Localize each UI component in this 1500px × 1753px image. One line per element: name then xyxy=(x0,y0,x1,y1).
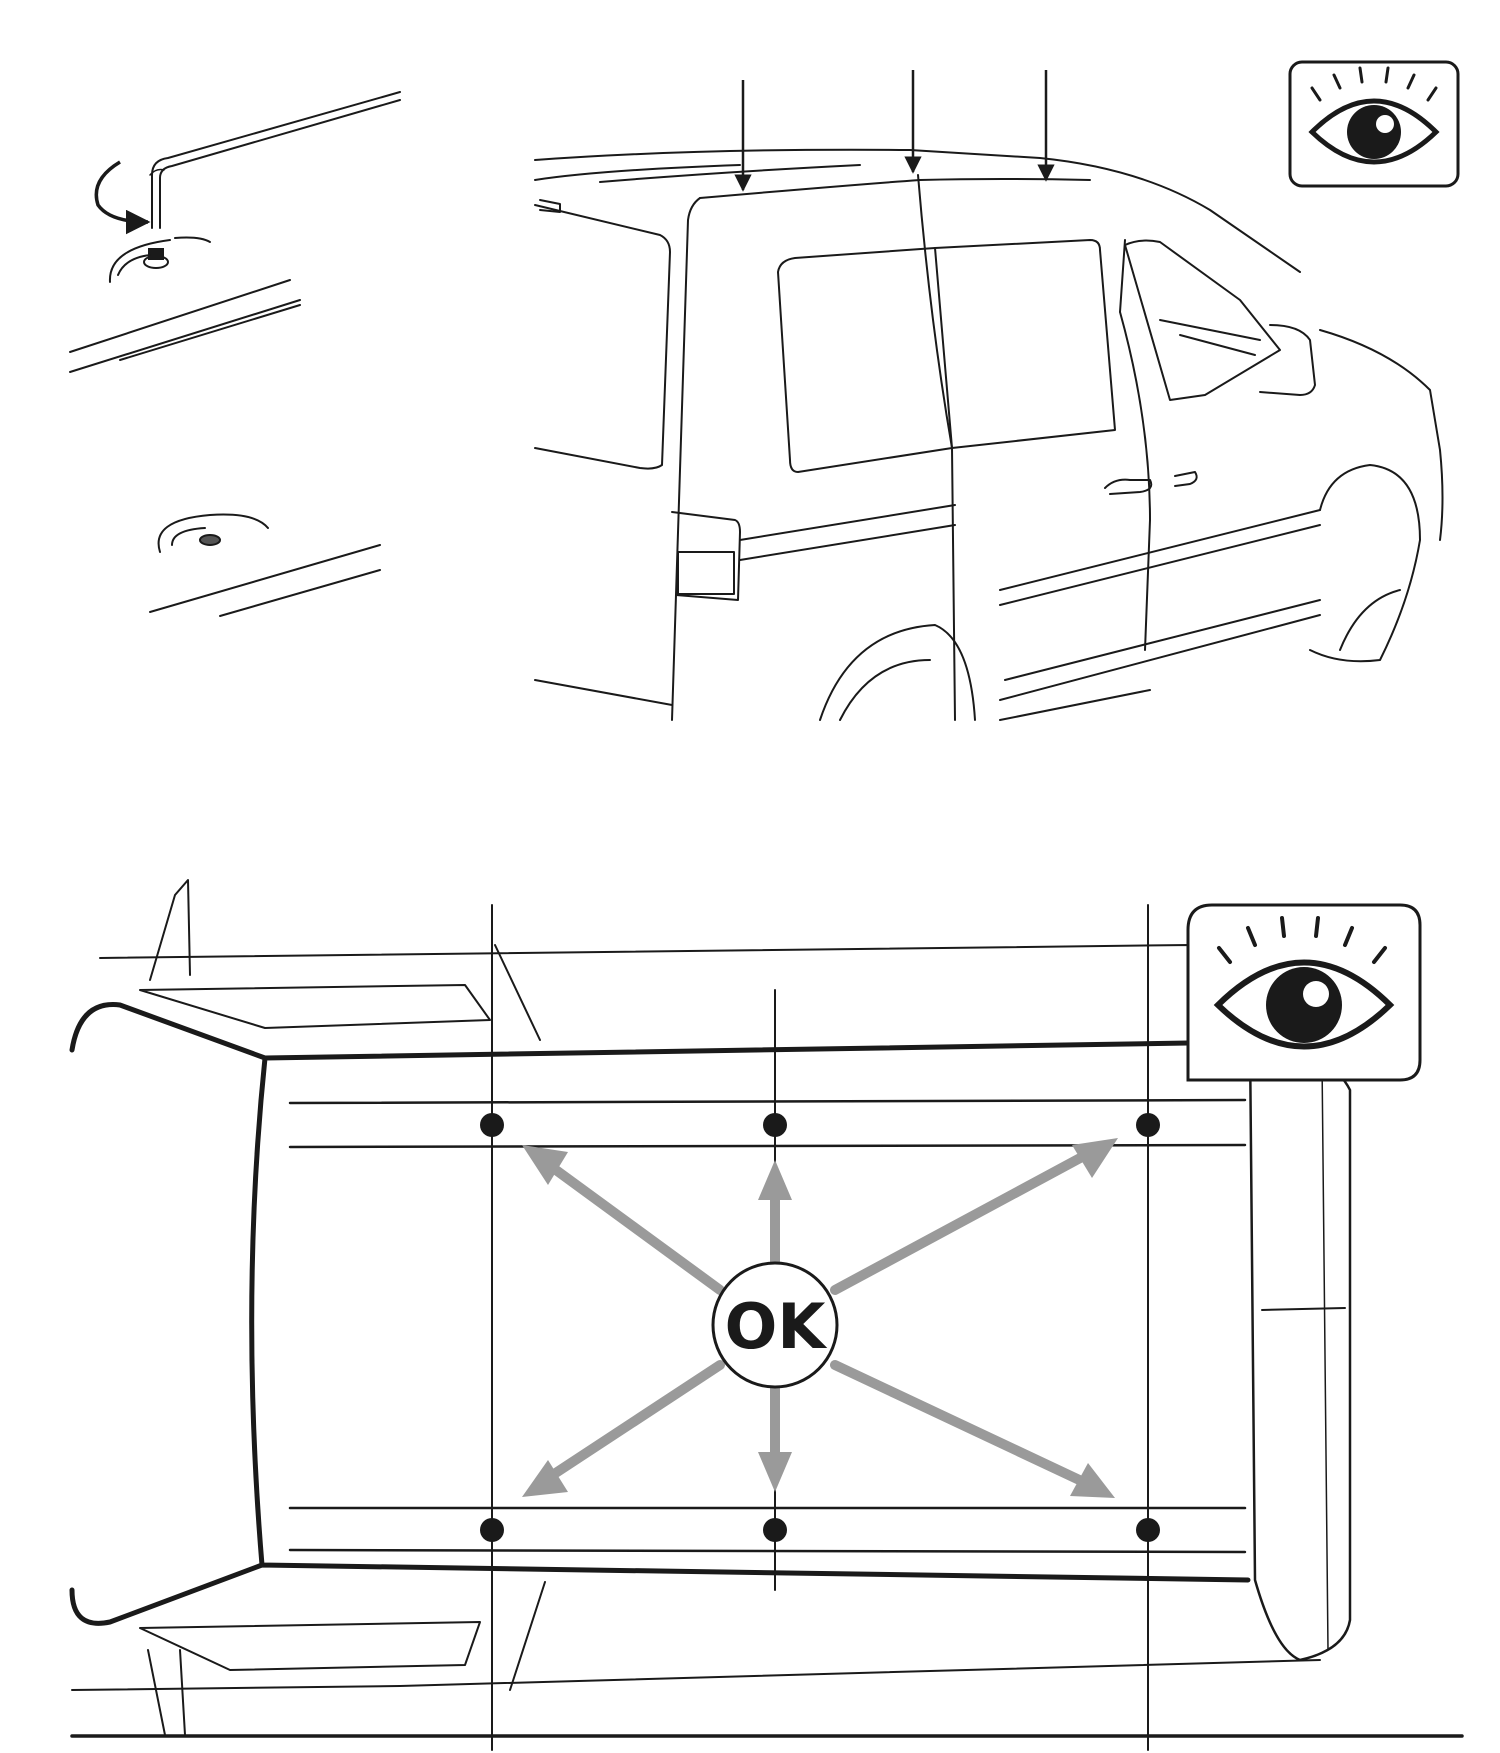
mount-point-front-right xyxy=(480,1518,504,1542)
allen-key-detail xyxy=(69,91,401,373)
mount-point-middle-left xyxy=(763,1113,787,1137)
mounting-points xyxy=(480,1113,1160,1542)
ok-badge: OK xyxy=(711,1261,839,1389)
adjustment-arrows xyxy=(522,1138,1118,1498)
rotate-arrow-icon xyxy=(94,160,151,235)
eye-icon xyxy=(1288,60,1460,188)
ok-badge-text: OK xyxy=(725,1290,828,1363)
eye-icon xyxy=(1186,903,1422,1082)
mount-point-rear-left xyxy=(1136,1113,1160,1137)
mount-point-front-left xyxy=(480,1113,504,1137)
mount-point-rear-right xyxy=(1136,1518,1160,1542)
van-side-view xyxy=(534,148,1444,721)
roof-mount-arrows xyxy=(734,70,1055,192)
mounting-hole-detail xyxy=(149,513,381,617)
mount-point-middle-right xyxy=(763,1518,787,1542)
